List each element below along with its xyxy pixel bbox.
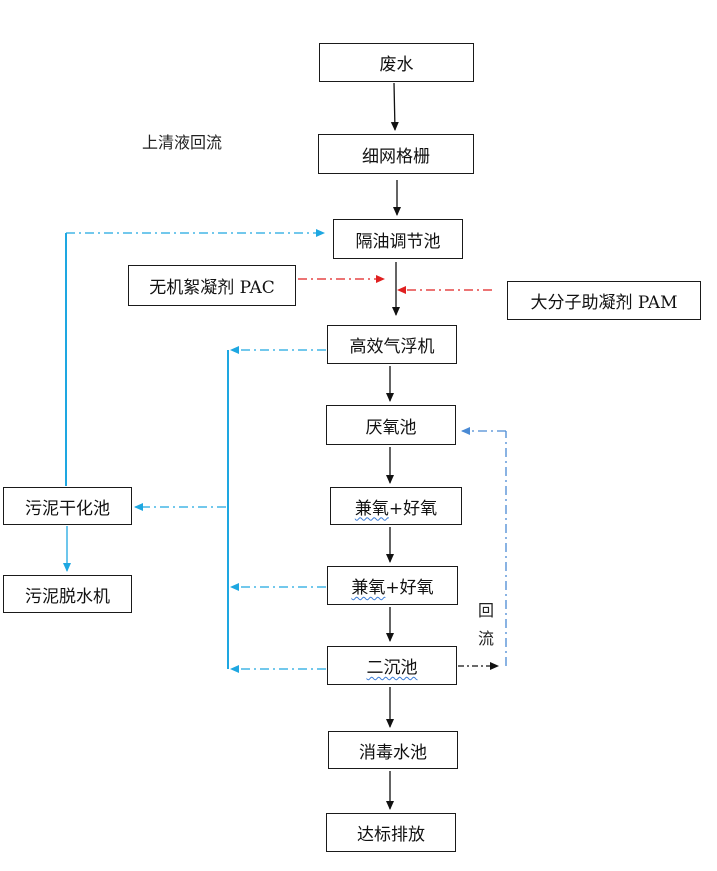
- node-fine-screen-label: 细网格栅: [362, 146, 430, 167]
- node-pam-label: 大分子助凝剂 PAM: [530, 293, 678, 313]
- node-discharge: 达标排放: [326, 813, 456, 852]
- anoxic-aerobic-1-text: 兼氧+好氧: [354, 498, 438, 519]
- node-pac-label: 无机絮凝剂 PAC: [149, 278, 275, 298]
- node-fine-screen: 细网格栅: [318, 134, 474, 174]
- node-anoxic-aerobic-1: 兼氧+好氧: [330, 487, 462, 525]
- node-secondary-clarifier-label: 二沉池: [366, 658, 418, 678]
- node-air-flotation-label: 高效气浮机: [349, 337, 435, 357]
- node-sludge-drying-tank: 污泥干化池: [3, 487, 132, 525]
- node-oil-separation-tank: 隔油调节池: [333, 219, 463, 259]
- node-air-flotation: 高效气浮机: [327, 325, 457, 364]
- node-anaerobic-tank: 厌氧池: [326, 405, 456, 445]
- label-return-flow-char-1: 回: [477, 601, 494, 620]
- arrow-wastewater-screen: [390, 82, 399, 131]
- node-anaerobic-tank-label: 厌氧池: [365, 417, 417, 438]
- label-supernatant-return: 上清液回流: [142, 133, 223, 152]
- node-anoxic-aerobic-2: 兼氧+好氧: [327, 566, 458, 605]
- node-disinfection-tank-label: 消毒水池: [359, 742, 427, 763]
- node-sludge-dewatering: 污泥脱水机: [3, 575, 132, 613]
- node-discharge-label: 达标排放: [357, 825, 425, 845]
- node-disinfection-tank: 消毒水池: [328, 731, 458, 769]
- node-pam: 大分子助凝剂 PAM: [507, 281, 701, 320]
- node-oil-separation-tank-label: 隔油调节池: [355, 231, 441, 252]
- node-sludge-dewatering-label: 污泥脱水机: [25, 586, 110, 607]
- node-pac: 无机絮凝剂 PAC: [128, 265, 296, 306]
- node-wastewater-label: 废水: [379, 55, 414, 75]
- node-wastewater: 废水: [319, 43, 474, 82]
- node-secondary-clarifier: 二沉池: [327, 646, 457, 685]
- node-anoxic-aerobic-1-label: 兼氧+好氧: [355, 494, 437, 519]
- node-anoxic-aerobic-2-label: 兼氧+好氧: [351, 578, 434, 598]
- label-return-flow: 回 流: [477, 597, 495, 653]
- label-return-flow-char-2: 流: [477, 629, 494, 648]
- node-sludge-drying-tank-label: 污泥干化池: [25, 498, 110, 519]
